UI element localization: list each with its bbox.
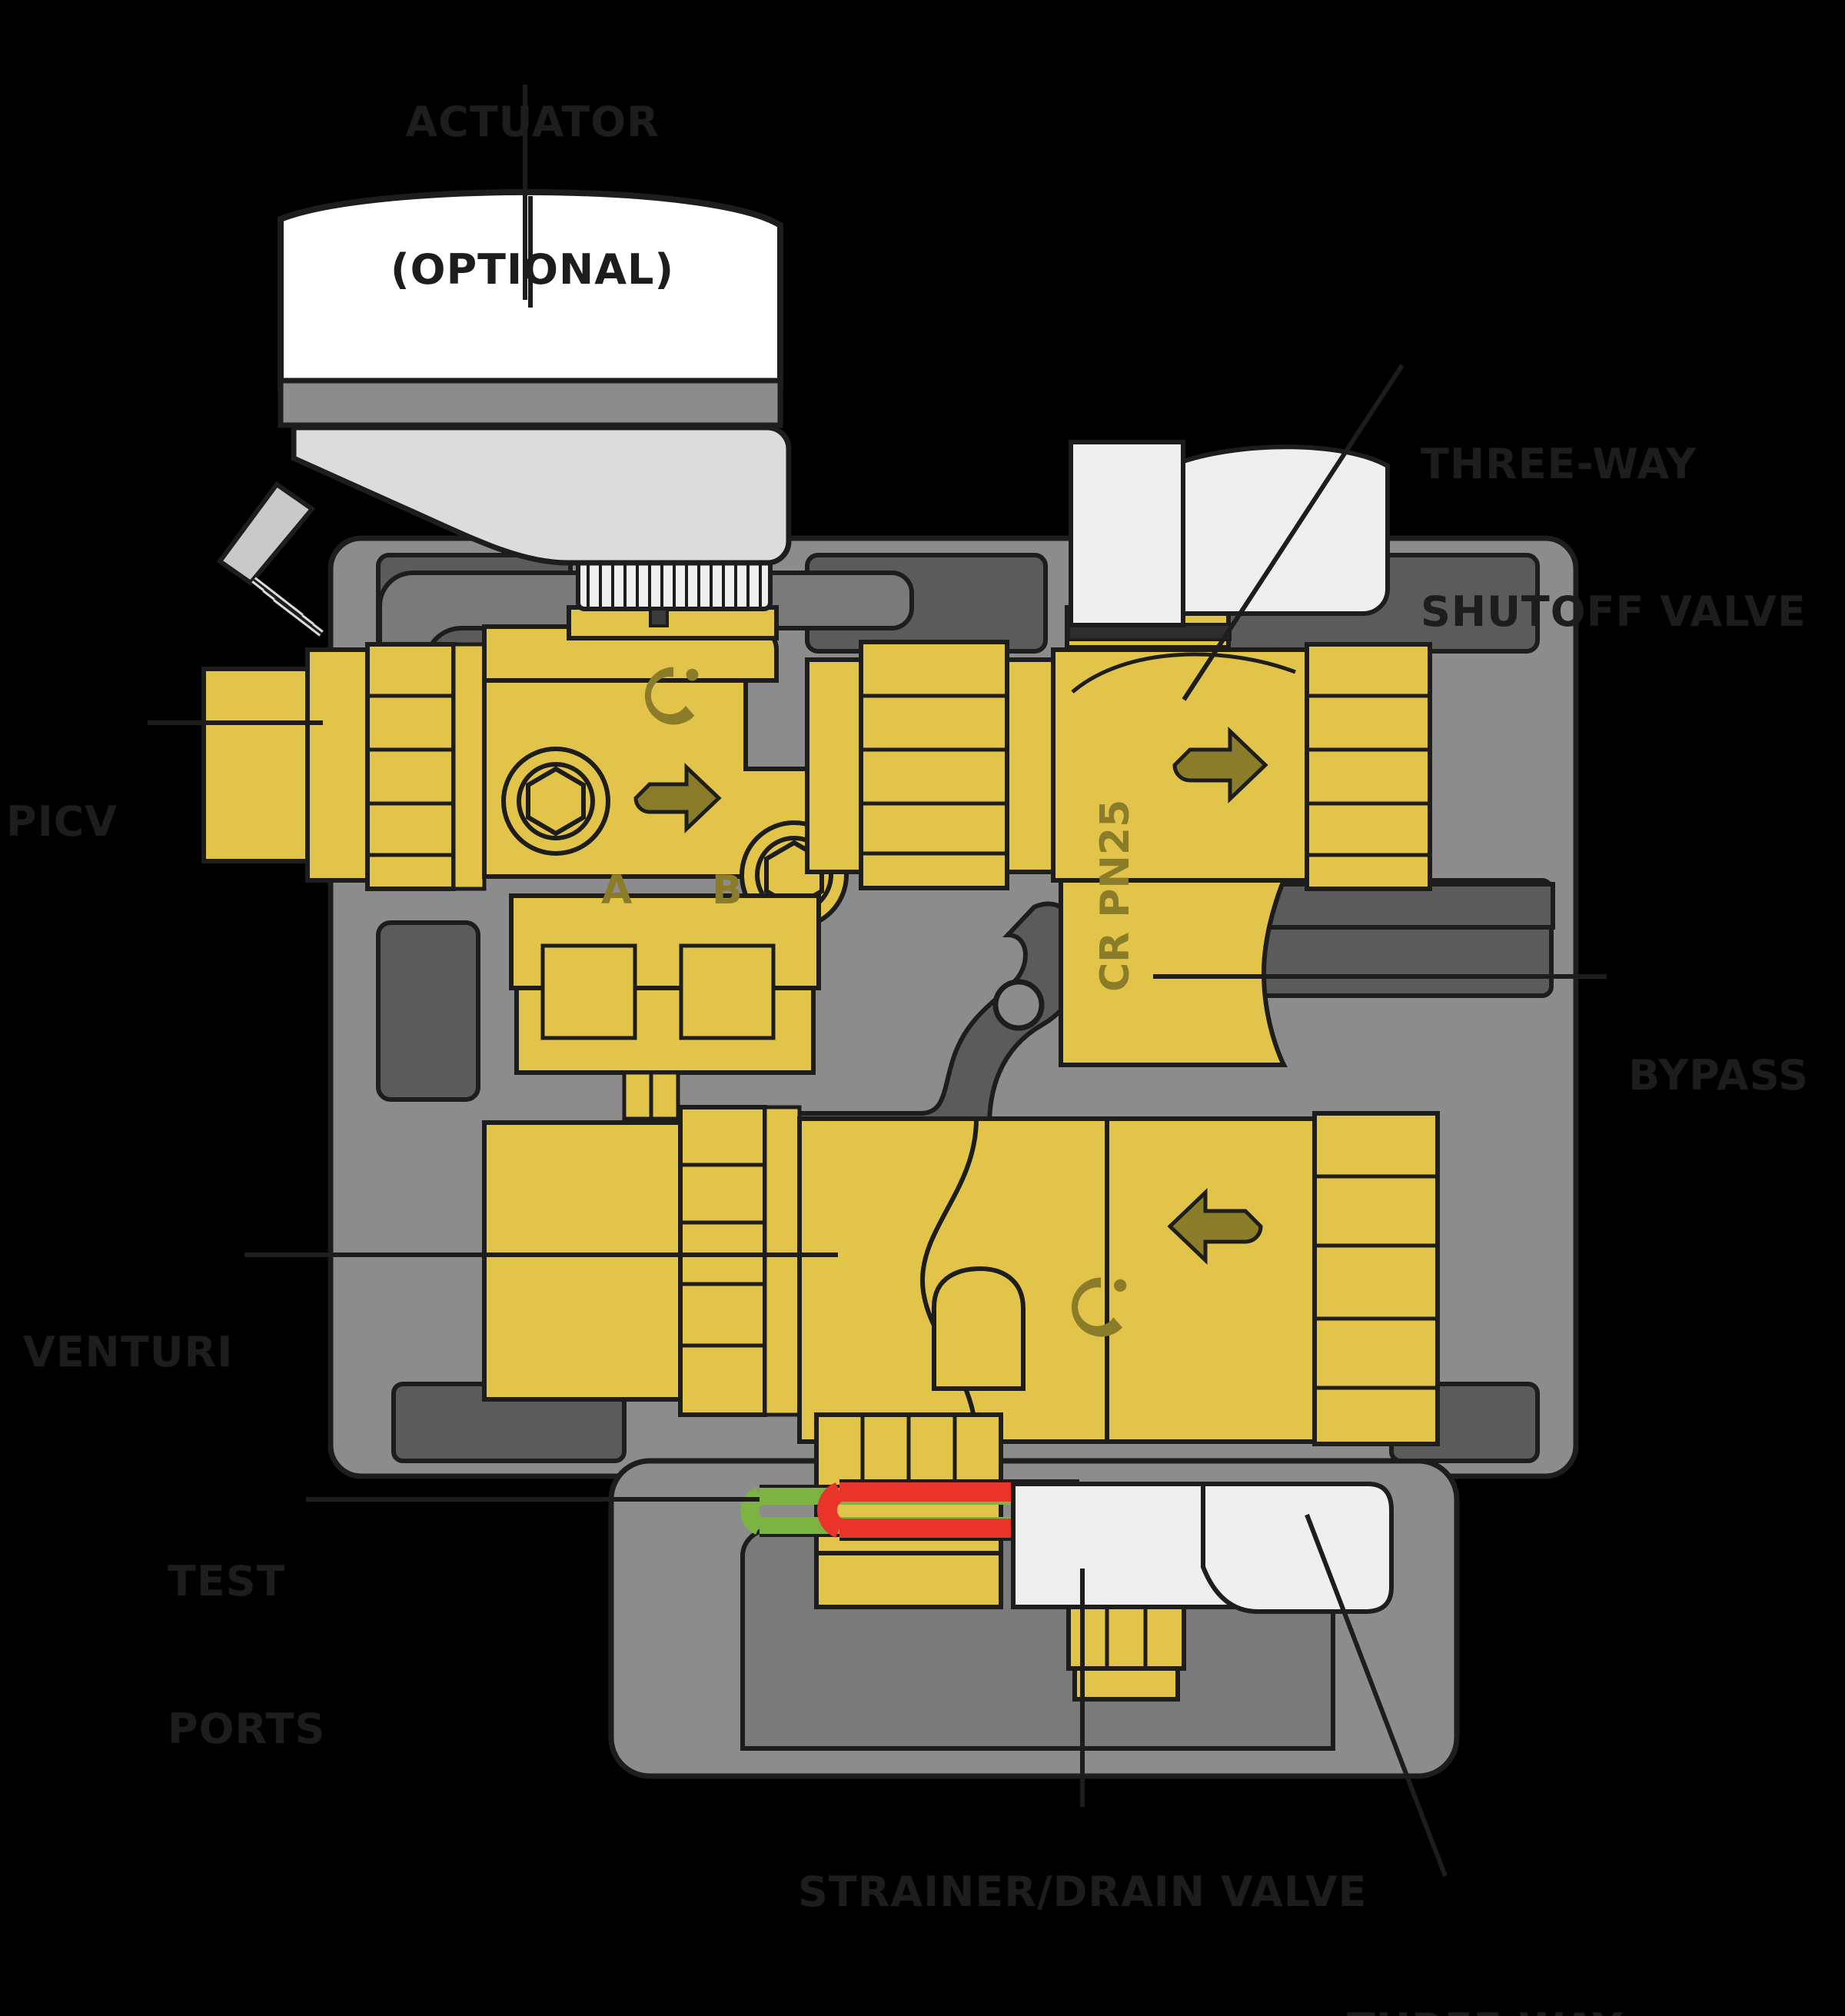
center-brass-union xyxy=(805,640,1055,890)
test-ports-assembly xyxy=(740,1412,1394,1702)
flow-arrow-top xyxy=(1172,727,1268,803)
port-label-b: B xyxy=(712,867,743,913)
leader-three-way-top xyxy=(1182,364,1405,701)
pressure-rating-marking: CR PN25 xyxy=(1092,800,1139,992)
label-strainer-drain-valve: STRAINER/DRAIN VALVE xyxy=(798,1868,1368,1917)
label-actuator: ACTUATOR (OPTIONAL) xyxy=(391,98,675,294)
label-three-way-shutoff-bottom: THREE-WAY SHUTOFF VALVE xyxy=(1347,1907,1733,2016)
leader-three-way-bottom xyxy=(1305,1513,1448,1878)
leader-lines xyxy=(148,85,1607,1878)
picv-body: A B xyxy=(201,605,849,1121)
flow-arrow-bottom xyxy=(1167,1188,1263,1265)
label-picv: PICV xyxy=(6,797,118,847)
label-three-way-shutoff-top: THREE-WAY SHUTOFF VALVE xyxy=(1421,440,1807,636)
actuator-module xyxy=(216,188,792,637)
port-label-a: A xyxy=(601,867,632,913)
three-way-shutoff-valve-top: CR PN25 xyxy=(1051,440,1432,1067)
label-bypass: BYPASS xyxy=(1628,1051,1810,1100)
label-venturi: VENTURI xyxy=(23,1328,234,1377)
venturi-body xyxy=(482,1105,1440,1446)
flow-arrow-picv xyxy=(633,763,722,833)
label-test-ports: TEST PORTS xyxy=(168,1557,326,1753)
